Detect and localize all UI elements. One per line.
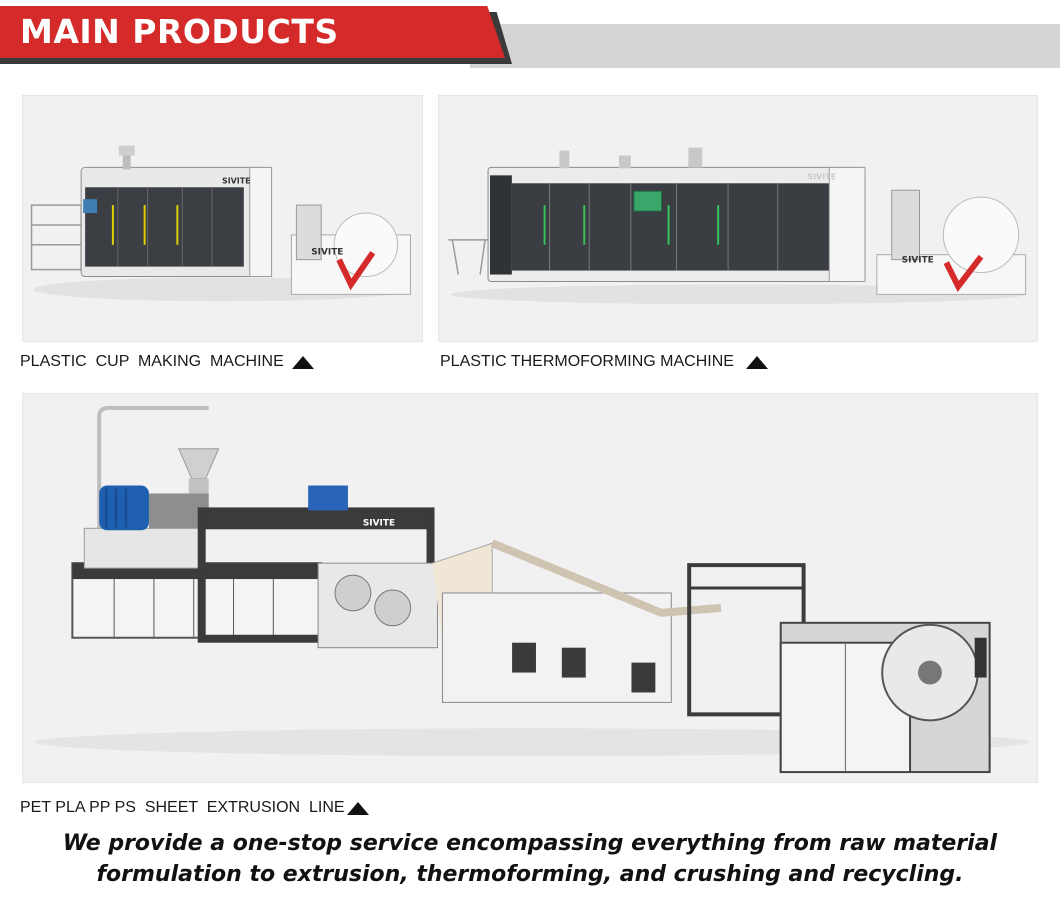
- extrusion-line-illustration: SIVITE: [34, 405, 1030, 774]
- triangle-up-icon: [291, 355, 314, 369]
- svg-text:SIVITE: SIVITE: [311, 248, 343, 258]
- cup-machine-illustration: SIVITE SIVITE: [30, 145, 411, 302]
- svg-text:SIVITE: SIVITE: [902, 256, 934, 266]
- product-caption-sheet-extrusion-line: PET PLA PP PS SHEET EXTRUSION LINE: [20, 798, 369, 818]
- svg-text:SIVITE: SIVITE: [363, 518, 395, 528]
- svg-text:SIVITE: SIVITE: [222, 176, 251, 185]
- caption-text: PLASTIC CUP MAKING MACHINE: [20, 353, 284, 370]
- tagline-line-1: We provide a one-stop service encompassi…: [62, 831, 998, 856]
- svg-text:SIVITE: SIVITE: [807, 172, 836, 181]
- product-image-sheet-extrusion-line: SIVITE: [22, 393, 1038, 783]
- banner-red-block: [0, 6, 505, 58]
- product-caption-thermoforming-machine: PLASTIC THERMOFORMING MACHINE: [440, 352, 768, 372]
- triangle-up-icon: [346, 801, 369, 815]
- product-image-cup-machine: SIVITE SIVITE: [22, 95, 423, 342]
- service-tagline: We provide a one-stop service encompassi…: [0, 828, 1060, 890]
- caption-text: PET PLA PP PS SHEET EXTRUSION LINE: [20, 799, 345, 816]
- page-title: MAIN PRODUCTS: [20, 12, 339, 51]
- caption-text: PLASTIC THERMOFORMING MACHINE: [440, 353, 734, 370]
- tagline-line-2: formulation to extrusion, thermoforming,…: [96, 862, 964, 887]
- thermoforming-machine-illustration: SIVITE SIVITE: [448, 147, 1027, 305]
- triangle-up-icon: [745, 355, 768, 369]
- product-caption-cup-machine: PLASTIC CUP MAKING MACHINE: [20, 352, 314, 372]
- banner-gray-strip: [470, 24, 1060, 68]
- product-image-thermoforming-machine: SIVITE SIVITE: [438, 95, 1038, 342]
